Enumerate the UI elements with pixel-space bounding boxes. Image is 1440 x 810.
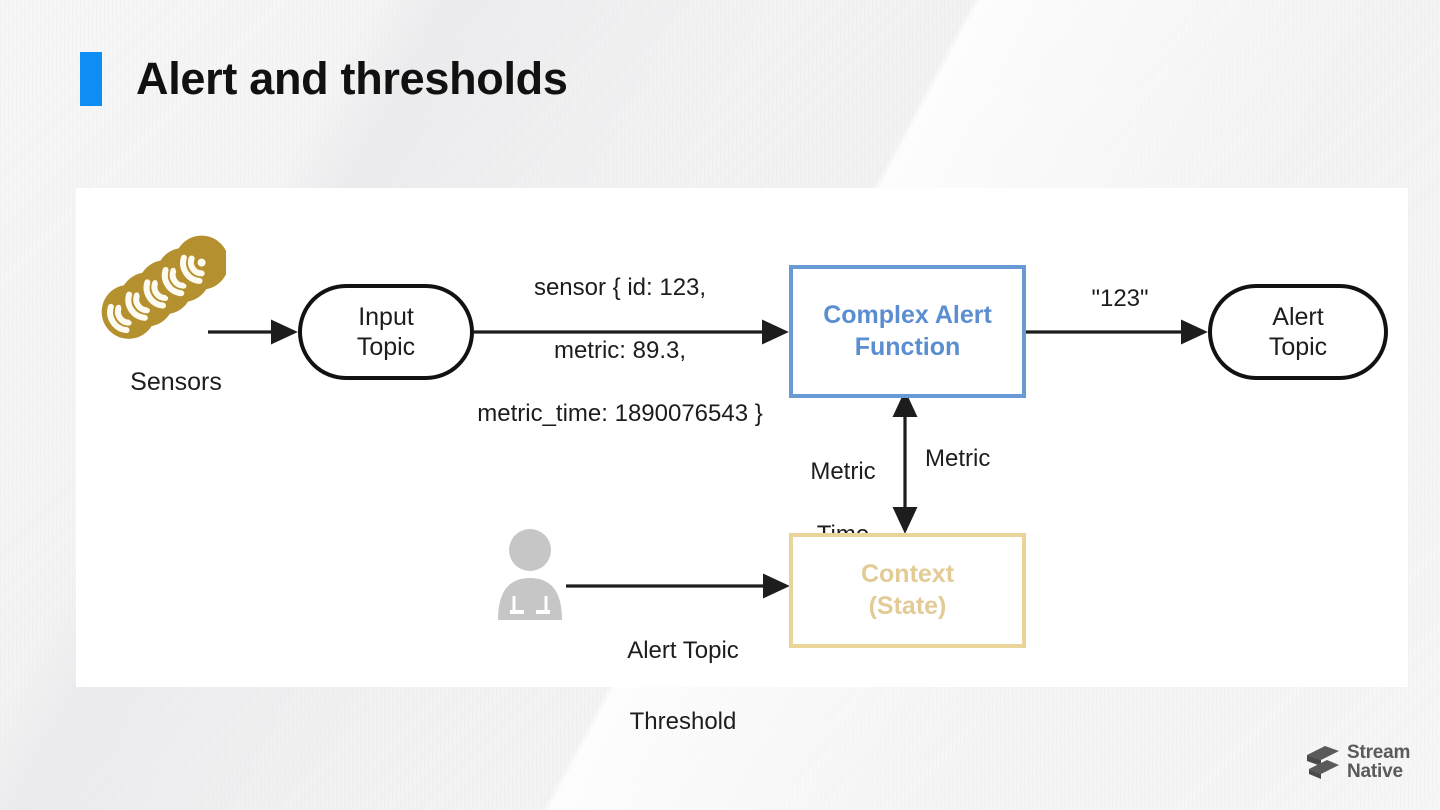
sensors-label: Sensors — [130, 368, 222, 396]
message-payload-label: sensor { id: 123, metric: 89.3, metric_t… — [470, 240, 770, 462]
stream-native-logo-icon — [1305, 742, 1341, 782]
alert-threshold-line1: Alert Topic — [627, 637, 739, 665]
node-alert-topic-line2: Topic — [1268, 333, 1328, 361]
alert-threshold-label: Alert Topic Threshold — [595, 604, 771, 768]
node-input-topic-line2: Topic — [356, 333, 416, 361]
slide-title-row: Alert and thresholds — [80, 52, 568, 106]
stream-native-logo: Stream Native — [1305, 742, 1410, 782]
page-title: Alert and thresholds — [136, 53, 568, 104]
node-alert-topic[interactable]: Alert Topic — [1208, 284, 1388, 380]
alert-threshold-line2: Threshold — [629, 707, 737, 735]
node-input-topic-line1: Input — [358, 303, 414, 331]
diagram-panel — [76, 188, 1408, 687]
node-function-line2: Function — [854, 332, 961, 361]
logo-line1: Stream — [1347, 742, 1411, 763]
alert-output-label: "123" — [1091, 285, 1149, 312]
message-payload-line3: metric_time: 1890076543 } — [477, 400, 763, 428]
node-alert-topic-line1: Alert — [1272, 303, 1324, 331]
node-context-line2: (State) — [868, 591, 947, 620]
node-input-topic[interactable]: Input Topic — [298, 284, 474, 380]
metric-time-line1: Metric — [810, 458, 876, 486]
metric-label: Metric — [925, 445, 991, 472]
logo-line2: Native — [1347, 761, 1403, 782]
node-context-line1: Context — [860, 560, 955, 589]
message-payload-line1: sensor { id: 123, — [533, 273, 707, 301]
node-complex-alert-function[interactable]: Complex Alert Function — [789, 265, 1026, 398]
node-context-state[interactable]: Context (State) — [789, 533, 1026, 648]
stream-native-logo-text: Stream Native — [1347, 743, 1410, 781]
title-accent-bar — [80, 52, 102, 106]
message-payload-line2: metric: 89.3, — [553, 337, 687, 365]
sensor-signal-stack-icon — [96, 232, 229, 348]
node-function-line1: Complex Alert — [823, 301, 992, 330]
person-icon — [494, 528, 566, 620]
